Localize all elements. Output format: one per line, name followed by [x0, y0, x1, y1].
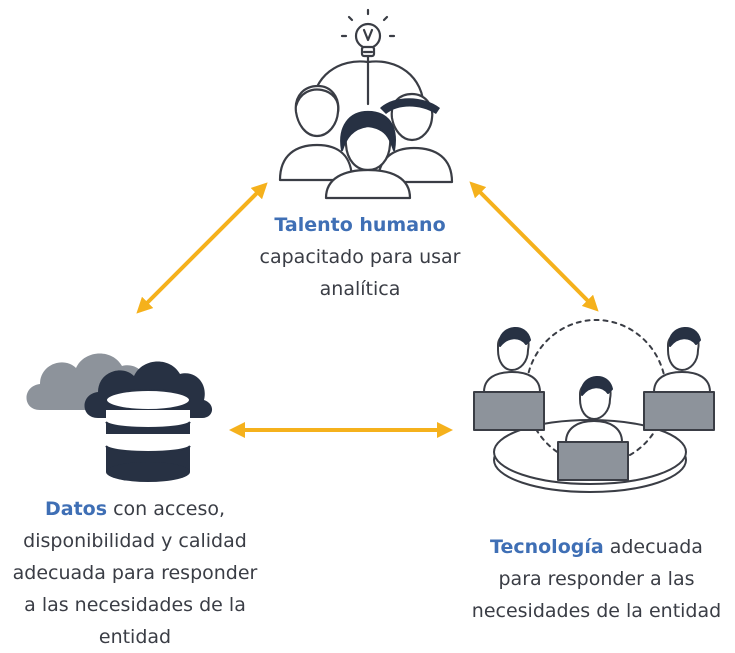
datos-line3: adecuada para responder	[12, 562, 258, 584]
talento-humano-label: Talento humano capacitado para usar anal…	[230, 209, 490, 305]
datos-line4: a las necesidades de la	[24, 594, 246, 616]
arrow-talento-datos	[136, 182, 268, 314]
datos-title: Datos	[44, 498, 108, 520]
person-left-icon	[278, 84, 354, 182]
person-center-icon	[324, 110, 412, 200]
people-lightbulb-icon	[278, 8, 454, 200]
datos-label: Datos con acceso, disponibilidad y calid…	[0, 493, 270, 653]
person-right-icon	[376, 92, 454, 184]
datos-line5: entidad	[98, 626, 172, 648]
cloud-database-icon	[26, 353, 213, 482]
tecnologia-line3: necesidades de la entidad	[471, 600, 722, 622]
datos-line2: disponibilidad y calidad	[23, 530, 247, 552]
lightbulb-icon	[340, 8, 396, 64]
talento-title: Talento humano	[274, 214, 446, 236]
worker-center-icon	[557, 376, 629, 481]
workstations-network-icon	[473, 319, 715, 493]
tecnologia-line2: para responder a las	[498, 568, 695, 590]
database-icon	[105, 389, 191, 482]
arrow-talento-tecnologia	[469, 181, 599, 312]
talento-line2: analítica	[319, 278, 401, 300]
worker-right-icon	[643, 327, 715, 431]
tecnologia-label: Tecnología adecuada para responder a las…	[458, 531, 735, 627]
tecnologia-title: Tecnología	[490, 536, 604, 558]
datos-line1-rest: con acceso,	[107, 498, 226, 520]
worker-left-icon	[473, 327, 545, 431]
tecnologia-line1-rest: adecuada	[603, 536, 703, 558]
talento-line1: capacitado para usar	[259, 246, 461, 268]
